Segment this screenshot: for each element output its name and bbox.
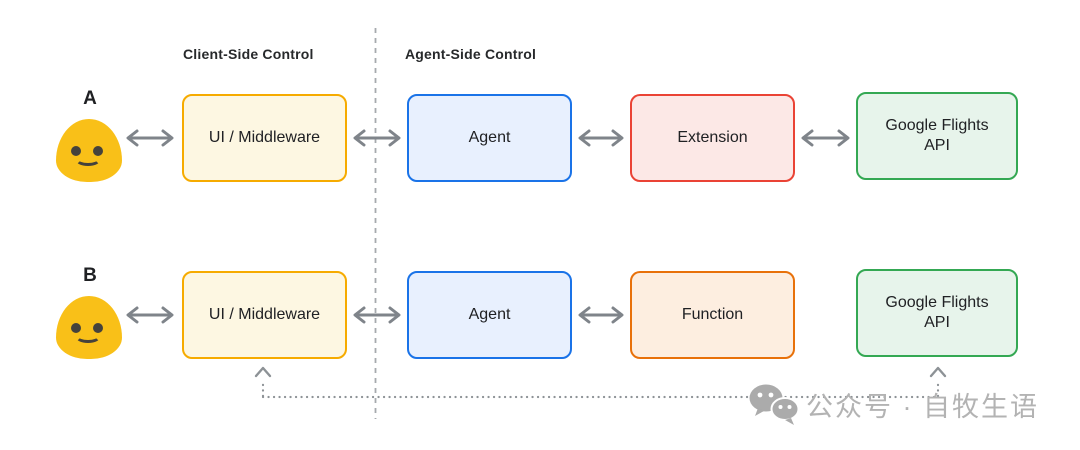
- node-google-flights-api-a: Google Flights API: [856, 92, 1018, 180]
- node-function: Function: [630, 271, 795, 359]
- node-ui-middleware-a: UI / Middleware: [182, 94, 347, 182]
- double-arrow-agent-function: [578, 306, 624, 324]
- node-agent-b: Agent: [407, 271, 572, 359]
- double-arrow-user-ui-a: [126, 129, 174, 147]
- user-emoji-b: [56, 296, 122, 359]
- node-google-flights-api-b: Google Flights API: [856, 269, 1018, 357]
- double-arrow-agent-extension: [578, 129, 624, 147]
- emoji-eye: [93, 323, 103, 333]
- node-ui-middleware-b: UI / Middleware: [182, 271, 347, 359]
- double-arrow-ui-agent-b: [353, 306, 401, 324]
- emoji-smile: [75, 152, 101, 166]
- double-arrow-extension-api: [801, 129, 850, 147]
- emoji-eye: [71, 146, 81, 156]
- node-label: Google Flights API: [885, 117, 989, 154]
- node-label: Extension: [677, 129, 748, 146]
- emoji-eye: [93, 146, 103, 156]
- wechat-icon: [749, 384, 800, 425]
- node-extension: Extension: [630, 94, 795, 182]
- watermark: 公众号 · 自牧生语: [748, 382, 1039, 426]
- node-label: UI / Middleware: [208, 129, 321, 146]
- up-arrowhead-to-ui-middleware: [254, 366, 272, 378]
- node-agent-a: Agent: [407, 94, 572, 182]
- user-emoji-a: [56, 119, 122, 182]
- emoji-eye: [71, 323, 81, 333]
- node-label: Function: [681, 306, 744, 323]
- watermark-text: 公众号 · 自牧生语: [806, 391, 1039, 422]
- double-arrow-ui-agent-a: [353, 129, 401, 147]
- header-client-side-control: Client-Side Control: [183, 46, 314, 62]
- emoji-smile: [75, 329, 101, 343]
- node-label: UI / Middleware: [208, 306, 321, 323]
- node-label: Agent: [468, 129, 511, 146]
- row-label-b: B: [83, 265, 97, 286]
- node-label: Google Flights API: [885, 294, 989, 331]
- row-label-a: A: [83, 88, 97, 109]
- up-arrowhead-to-flights-api: [929, 366, 947, 378]
- double-arrow-user-ui-b: [126, 306, 174, 324]
- header-agent-side-control: Agent-Side Control: [405, 46, 537, 62]
- node-label: Agent: [468, 306, 511, 323]
